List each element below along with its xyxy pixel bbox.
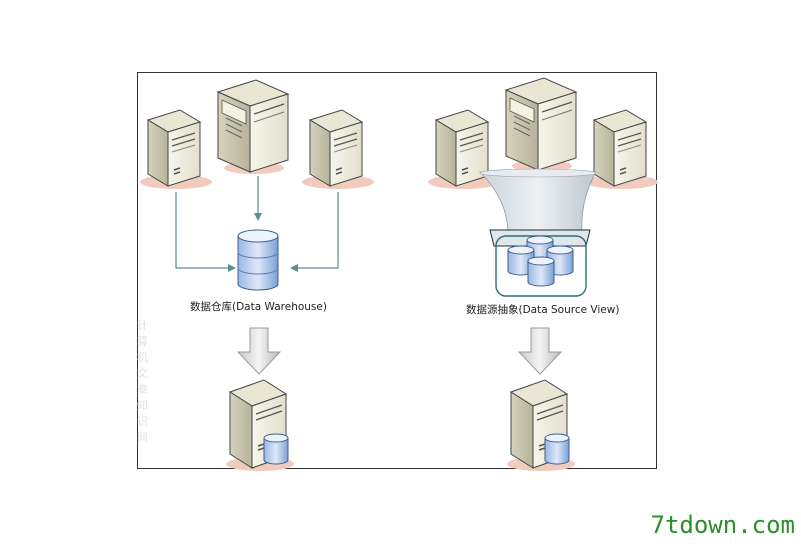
site-watermark: 7tdown.com (650, 511, 796, 539)
diagram-frame (137, 72, 657, 469)
data-source-view-label: 数据源抽象(Data Source View) (466, 304, 620, 316)
server-icon (217, 79, 289, 175)
faint-vertical-watermark: 计算机文章知识网 (137, 319, 148, 444)
down-arrow-icon (518, 327, 562, 375)
left-source-servers (139, 79, 375, 190)
server-icon (585, 109, 659, 190)
server-icon (301, 109, 375, 190)
target-server-icon (506, 379, 576, 472)
target-server-icon (225, 379, 295, 472)
database-icon (527, 256, 555, 287)
left-etl-arrows (175, 176, 339, 272)
server-icon (505, 77, 577, 173)
data-warehouse-database-icon (237, 229, 279, 291)
data-warehouse-label: 数据仓库(Data Warehouse) (190, 301, 327, 313)
down-arrow-icon (237, 327, 281, 375)
server-icon (139, 109, 213, 190)
